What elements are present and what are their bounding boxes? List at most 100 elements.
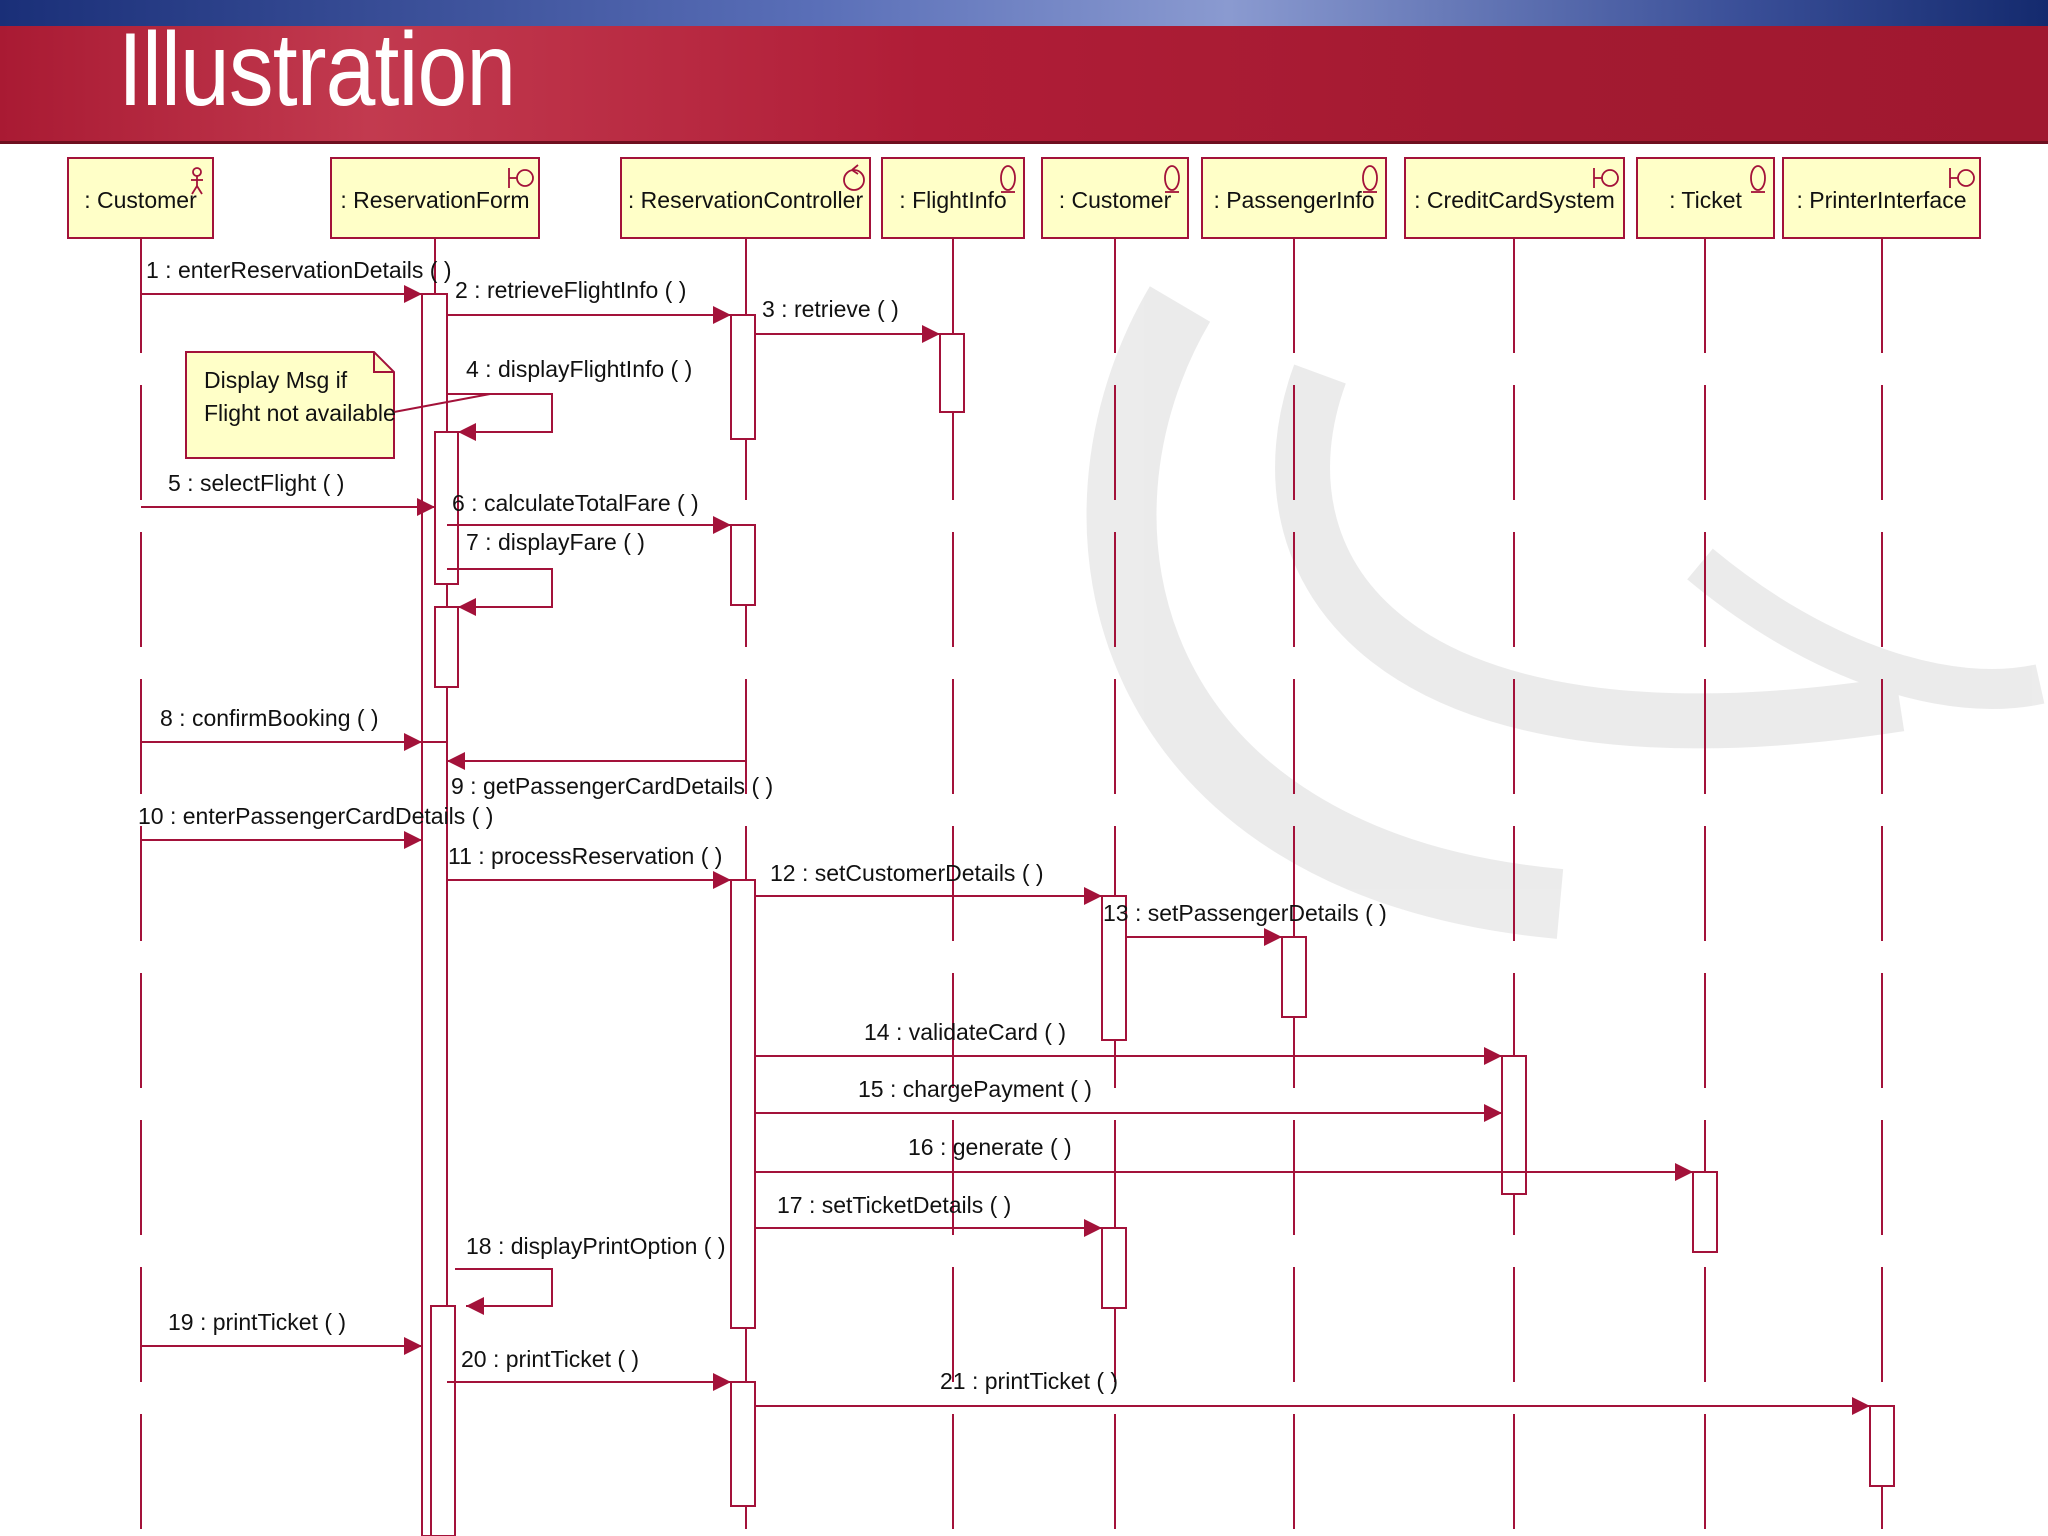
note-fold (373, 352, 394, 373)
note-line-2: Flight not available (204, 400, 396, 426)
activation-bar (1281, 936, 1307, 1018)
activation-bar (1101, 1227, 1127, 1309)
object-ticket: : Ticket (1636, 157, 1775, 239)
entity-icon (1164, 165, 1180, 193)
note: Display Msg if Flight not available (185, 351, 491, 459)
message-label: 19 : printTicket ( ) (168, 1309, 346, 1335)
object-box (1782, 157, 1981, 239)
message-label: 7 : displayFare ( ) (466, 529, 645, 555)
activation-bar (1501, 1055, 1527, 1195)
background-watermark (1086, 286, 2045, 939)
object-reservation-form: : ReservationForm (330, 157, 540, 239)
sequence-diagram: : Customer : ReservationForm : Reservation… (67, 157, 2045, 1536)
actor-icon (191, 167, 203, 195)
message-label: 8 : confirmBooking ( ) (160, 705, 379, 731)
lifelines (140, 238, 1883, 1536)
activation-bar (1692, 1171, 1718, 1253)
message-1: 1 : enterReservationDetails ( ) (141, 257, 452, 303)
message-11: 11 : processReservation ( ) (447, 843, 731, 889)
message-label: 14 : validateCard ( ) (864, 1019, 1066, 1045)
message-12: 12 : setCustomerDetails ( ) (755, 860, 1102, 905)
entity-icon (1750, 165, 1766, 193)
activation-bar (430, 1305, 456, 1536)
boundary-icon (1949, 168, 1975, 188)
message-label: 1 : enterReservationDetails ( ) (146, 257, 452, 283)
message-17: 17 : setTicketDetails ( ) (755, 1192, 1102, 1237)
activation-bar (1101, 895, 1127, 1041)
message-label: 12 : setCustomerDetails ( ) (770, 860, 1044, 886)
message-6: 6 : calculateTotalFare ( ) (447, 490, 731, 534)
object-box (620, 157, 871, 239)
message-label: 3 : retrieve ( ) (762, 296, 899, 322)
object-customer-entity: : Customer (1041, 157, 1189, 239)
message-label: 13 : setPassengerDetails ( ) (1103, 900, 1387, 926)
slide-title: Illustration (118, 26, 516, 128)
note-box (185, 351, 395, 459)
activation-bar (730, 314, 756, 440)
object-label: : Customer (84, 187, 197, 213)
object-box (330, 157, 540, 239)
object-printer-interface: : PrinterInterface (1782, 157, 1981, 239)
message-label: 11 : processReservation ( ) (448, 843, 722, 869)
message-20: 20 : printTicket ( ) (447, 1346, 731, 1391)
top-accent-bar (0, 0, 2048, 26)
message-9: 9 : getPassengerCardDetails ( ) (447, 752, 773, 799)
activation-bar (730, 1381, 756, 1507)
boundary-icon (508, 168, 534, 188)
object-box (1201, 157, 1387, 239)
object-reservation-controller: : ReservationController (620, 157, 871, 239)
message-2: 2 : retrieveFlightInfo ( ) (447, 277, 731, 324)
boundary-icon (1593, 168, 1619, 188)
control-icon (843, 164, 865, 191)
object-label: : ReservationController (628, 187, 864, 213)
activation-bar (730, 879, 756, 1329)
message-label: 2 : retrieveFlightInfo ( ) (455, 277, 686, 303)
message-8: 8 : confirmBooking ( ) (141, 705, 422, 751)
object-label: : PrinterInterface (1796, 187, 1966, 213)
self-message-arrow (447, 568, 553, 616)
object-box (1404, 157, 1625, 239)
message-3: 3 : retrieve ( ) (755, 296, 940, 343)
message-15: 15 : chargePayment ( ) (755, 1076, 1502, 1122)
entity-icon (1000, 165, 1016, 193)
object-headers: : Customer : ReservationForm : Reservation… (67, 157, 1981, 239)
message-21: 21 : printTicket ( ) (755, 1368, 1870, 1415)
message-label: 9 : getPassengerCardDetails ( ) (451, 773, 773, 799)
message-7: 7 : displayFare ( ) (447, 529, 645, 616)
message-19: 19 : printTicket ( ) (141, 1309, 422, 1355)
message-label: 17 : setTicketDetails ( ) (777, 1192, 1011, 1218)
message-label: 15 : chargePayment ( ) (858, 1076, 1092, 1102)
message-label: 16 : generate ( ) (908, 1134, 1072, 1160)
object-credit-card-system: : CreditCardSystem (1404, 157, 1625, 239)
message-13: 13 : setPassengerDetails ( ) (1103, 900, 1387, 946)
message-18: 18 : displayPrintOption ( ) (455, 1233, 726, 1315)
activation-bars (421, 293, 1895, 1536)
messages: 1 : enterReservationDetails ( )2 : retri… (138, 257, 1870, 1415)
message-label: 20 : printTicket ( ) (461, 1346, 639, 1372)
object-label: : FlightInfo (899, 187, 1006, 213)
message-label: 6 : calculateTotalFare ( ) (452, 490, 699, 516)
object-box (881, 157, 1025, 239)
message-label: 21 : printTicket ( ) (940, 1368, 1118, 1394)
message-5: 5 : selectFlight ( ) (141, 470, 435, 516)
object-label: : CreditCardSystem (1414, 187, 1615, 213)
activation-bar (730, 524, 756, 606)
object-label: : ReservationForm (340, 187, 529, 213)
object-box (67, 157, 214, 239)
note-line-1: Display Msg if (204, 367, 348, 393)
activation-bar (434, 606, 459, 688)
note-connector (393, 393, 491, 413)
activation-bar (1869, 1405, 1895, 1487)
object-customer-actor: : Customer (67, 157, 214, 239)
message-14: 14 : validateCard ( ) (755, 1019, 1502, 1065)
message-label: 4 : displayFlightInfo ( ) (466, 356, 692, 382)
message-16: 16 : generate ( ) (755, 1134, 1693, 1181)
activation-bar (939, 333, 965, 413)
message-4: 4 : displayFlightInfo ( ) (447, 356, 692, 441)
message-label: 18 : displayPrintOption ( ) (466, 1233, 726, 1259)
object-passenger-info: : PassengerInfo (1201, 157, 1387, 239)
slide-header: Illustration (0, 26, 2048, 144)
self-message-arrow (455, 1268, 553, 1315)
object-box (1636, 157, 1775, 239)
object-label: : Ticket (1669, 187, 1742, 213)
